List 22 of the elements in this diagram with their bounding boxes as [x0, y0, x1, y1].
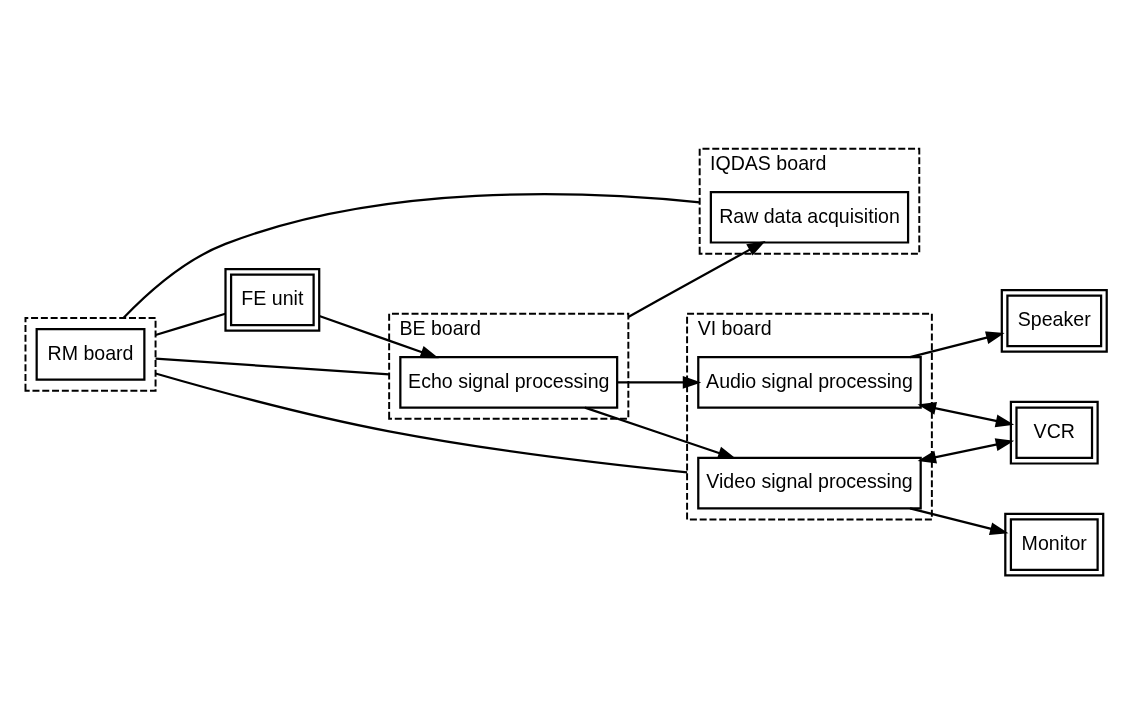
connector	[155, 312, 226, 337]
node-box: Audio signal processing	[697, 356, 922, 409]
arrow	[318, 314, 439, 359]
connector	[155, 357, 390, 376]
arrow	[617, 375, 702, 389]
arrow	[917, 438, 1015, 464]
arrow	[917, 402, 1015, 428]
node-box: VCR	[1009, 400, 1099, 465]
node-box: Raw data acquisition	[709, 191, 910, 244]
node-box: RM board	[35, 328, 146, 381]
node-box: Video signal processing	[697, 456, 922, 510]
arrow	[909, 331, 1005, 359]
connector	[122, 193, 700, 319]
node-box: FE unit	[224, 267, 321, 332]
node-box: Speaker	[1000, 288, 1108, 353]
node-box: Monitor	[1004, 512, 1105, 577]
arrow	[627, 240, 766, 318]
arrow	[584, 406, 737, 460]
connector	[155, 372, 688, 474]
arrow	[909, 507, 1009, 536]
node-box: Echo signal processing	[399, 356, 619, 409]
cluster	[24, 317, 157, 392]
